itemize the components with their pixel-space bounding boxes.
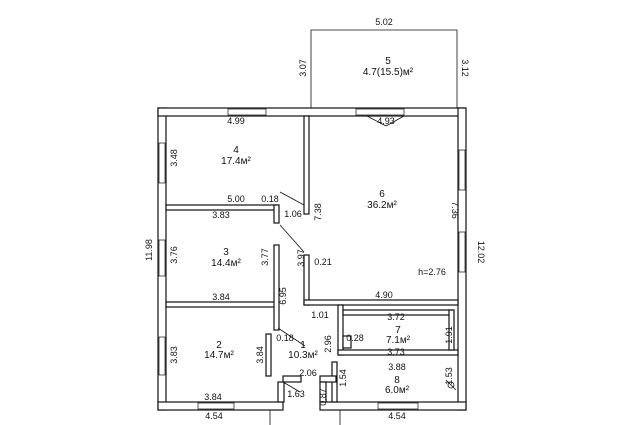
dim-r6-top: 4.93 xyxy=(377,116,395,126)
dim-bottom-left: 4.54 xyxy=(205,411,223,421)
room-1-area: 10.3м² xyxy=(288,350,318,361)
dim-163: 1.63 xyxy=(287,389,305,399)
dim-028: 0.28 xyxy=(346,333,364,343)
interior-walls xyxy=(165,115,459,403)
dim-terrace-left: 3.07 xyxy=(298,59,308,77)
dim-terrace-top: 5.02 xyxy=(375,17,393,27)
dim-153: 1.53 xyxy=(444,367,454,385)
dim-154: 1.54 xyxy=(338,369,348,387)
dim-terrace-right: 3.12 xyxy=(460,59,470,77)
room-5-area: 4.7(15.5)м² xyxy=(363,67,414,78)
room-5-number: 5 xyxy=(385,56,391,67)
detail-lines xyxy=(269,115,457,425)
room-2-area: 14.7м² xyxy=(204,350,234,361)
vertical-dimension-labels: 3.07 3.12 3.48 11.98 7.38 7.36 12.02 3.7… xyxy=(144,59,486,406)
windows xyxy=(158,108,466,410)
dim-106: 1.06 xyxy=(284,209,302,219)
room-1-number: 1 xyxy=(300,340,306,351)
dim-r7-right: 1.91 xyxy=(444,326,454,344)
dim-r8-top: 3.88 xyxy=(388,362,406,372)
dim-wall-018b: 0.18 xyxy=(276,333,294,343)
dim-wall-018a: 0.18 xyxy=(261,194,279,204)
dim-206: 2.06 xyxy=(299,368,317,378)
dim-r2-right: 3.84 xyxy=(255,346,265,364)
dim-087: 0.87 xyxy=(318,388,328,406)
terrace-outline xyxy=(310,29,458,110)
dim-r4-top: 4.99 xyxy=(227,116,245,126)
dim-r4-bottom: 5.00 xyxy=(227,194,245,204)
outer-walls xyxy=(157,107,467,411)
dim-r6-right: 7.36 xyxy=(450,201,460,219)
dim-overall-left: 11.98 xyxy=(144,239,154,261)
room-3-number: 3 xyxy=(223,247,229,258)
room-3-area: 14.4м² xyxy=(211,258,241,269)
dim-695: 6.95 xyxy=(278,287,288,305)
dim-296: 2.96 xyxy=(323,335,333,353)
dim-r3-right: 3.77 xyxy=(260,248,270,266)
room-2-number: 2 xyxy=(216,340,222,351)
dim-021: 0.21 xyxy=(314,257,332,267)
dim-r2-left: 3.83 xyxy=(169,346,179,364)
dim-r2-bottom: 3.84 xyxy=(204,392,222,402)
room-6-number: 6 xyxy=(379,189,385,200)
room-labels: 5 4.7(15.5)м² 4 17.4м² 6 36.2м² 3 14.4м²… xyxy=(204,56,414,396)
room-6-area: 36.2м² xyxy=(367,200,397,211)
room-4-area: 17.4м² xyxy=(221,156,251,167)
room-8-area: 6.0м² xyxy=(385,385,410,396)
dim-overall-right: 12.02 xyxy=(476,241,486,264)
dim-397: 3.97 xyxy=(296,249,306,267)
dim-bottom-right: 4.54 xyxy=(388,411,406,421)
dim-r4-left: 3.48 xyxy=(169,149,179,167)
dim-490: 4.90 xyxy=(375,290,393,300)
dim-r3-bottom: 3.84 xyxy=(212,292,230,302)
dim-738: 7.38 xyxy=(313,203,323,221)
room-7-number: 7 xyxy=(395,325,401,336)
dim-101: 1.01 xyxy=(311,310,329,320)
dim-r7-bottom: 3.73 xyxy=(387,347,405,357)
dim-r7-top: 3.72 xyxy=(387,312,405,322)
room-4-number: 4 xyxy=(233,145,239,156)
dim-r3-left: 3.76 xyxy=(169,246,179,264)
dim-height: h=2.76 xyxy=(418,267,446,277)
room-7-area: 7.1м² xyxy=(386,335,411,346)
dimension-labels: 5.02 4.99 4.93 5.00 0.18 3.83 1.06 0.21 … xyxy=(204,17,446,421)
dim-r3-top: 3.83 xyxy=(212,210,230,220)
room-8-number: 8 xyxy=(394,375,400,386)
